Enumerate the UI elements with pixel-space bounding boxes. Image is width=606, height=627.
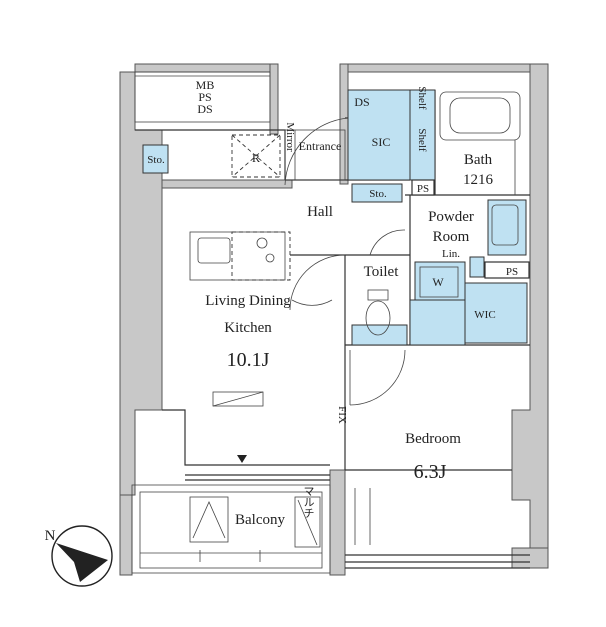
washer-area <box>414 261 466 303</box>
sic-area <box>347 89 411 181</box>
ps-lower-label: PS <box>506 266 518 278</box>
maruchi-unit <box>294 496 321 548</box>
refrigerator-label: R <box>252 151 260 165</box>
bath-label: Bath <box>464 152 493 168</box>
mirror-label: Mirror <box>284 122 296 152</box>
powder-label: Powder <box>428 209 474 225</box>
wic-area <box>464 282 528 344</box>
ldk-line2-label: Kitchen <box>224 320 272 336</box>
ps-upper-box <box>411 179 435 196</box>
toilet-icon <box>365 300 391 336</box>
hall-label: Hall <box>307 204 333 220</box>
entry-marker <box>237 455 247 463</box>
refrigerator-space <box>231 134 281 178</box>
outdoor-unit <box>189 496 229 543</box>
walls <box>119 63 549 576</box>
fixtures <box>140 91 521 562</box>
wet-areas <box>142 89 530 346</box>
ldk-size-label: 10.1J <box>227 349 270 371</box>
compass-arrow-icon <box>56 543 108 582</box>
labels: MB PS DS DS SIC Shelf Shelf Bath 1216 Mi… <box>147 78 518 528</box>
balcony-label: Balcony <box>235 512 285 528</box>
wic-lower-area <box>409 299 466 346</box>
fix-label: FIX <box>336 406 348 424</box>
ldk-line1-label: Living Dining <box>205 293 291 309</box>
shelf-top-label: Shelf <box>416 86 428 110</box>
sto-mid-area <box>351 183 403 203</box>
ps-lower-box <box>484 261 530 279</box>
toilet-tank <box>367 289 389 301</box>
bedroom-size-label: 6.3J <box>414 461 447 483</box>
bedroom-label: Bedroom <box>405 431 461 447</box>
ps-upper-label: PS <box>417 183 429 195</box>
toilet-label: Toilet <box>364 264 400 280</box>
room-label: Room <box>433 229 470 245</box>
lin-label: Lin. <box>442 248 460 260</box>
entrance-label: Entrance <box>299 139 342 153</box>
north-compass: N <box>45 525 113 587</box>
mb-label: MB <box>196 78 215 92</box>
kitchen-counter <box>189 231 286 281</box>
ds-top-label: DS <box>354 95 369 109</box>
lin-area <box>469 256 485 278</box>
wic-label: WIC <box>474 309 495 321</box>
sto-left-area <box>142 144 169 174</box>
stove-burner-icon <box>256 237 268 249</box>
ps-label: PS <box>198 90 211 104</box>
shelf-bottom-label: Shelf <box>416 128 428 152</box>
sic-label: SIC <box>372 135 391 149</box>
compass-n-label: N <box>45 528 56 544</box>
maruchi-label: マルチ <box>302 486 315 519</box>
sink-icon <box>197 237 231 264</box>
ac-unit <box>212 391 264 407</box>
shelf-area <box>409 89 436 181</box>
bathtub <box>439 91 521 141</box>
sto-mid-label: Sto. <box>369 188 387 200</box>
sto-left-label: Sto. <box>147 154 165 166</box>
basin-area <box>487 199 527 256</box>
washing-machine <box>419 266 459 298</box>
basin-icon <box>491 204 519 246</box>
ds-label: DS <box>197 102 212 116</box>
w-label: W <box>432 275 444 289</box>
bath-size-label: 1216 <box>463 172 494 188</box>
